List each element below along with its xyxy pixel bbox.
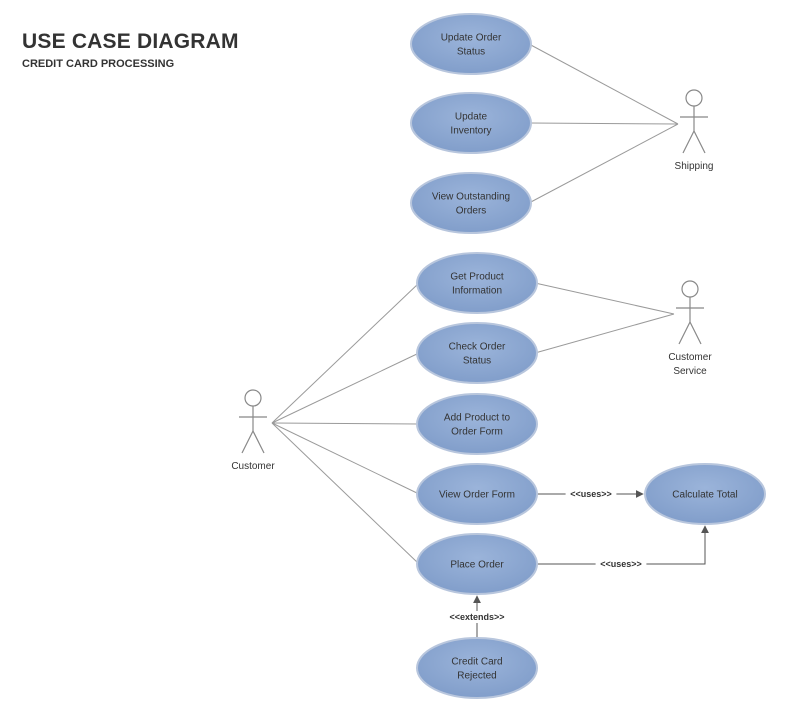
use-case-ellipse — [644, 463, 766, 525]
association-customer-get-product-information — [271, 282, 420, 424]
use-case-label: Place Order — [450, 560, 504, 571]
actor-figure-icon — [244, 389, 262, 407]
actor-right-leg — [693, 130, 706, 154]
page-subtitle: CREDIT CARD PROCESSING — [22, 58, 175, 70]
actor-left-leg — [682, 130, 695, 154]
association-customer-service-check-order-status — [534, 313, 675, 354]
relation-label: <<uses>> — [600, 559, 642, 569]
use-case-label: View Order Form — [439, 490, 515, 501]
association-customer-check-order-status — [271, 352, 420, 424]
actor-left-leg — [678, 321, 691, 345]
actor-customer[interactable]: Customer — [231, 389, 275, 472]
relation-label-background — [595, 558, 647, 570]
use-case-ellipse — [416, 533, 538, 595]
association-customer-service-get-product-information — [534, 282, 675, 315]
association-customer-view-order-form — [271, 422, 420, 495]
use-case-calculate-total[interactable]: Calculate Total — [644, 463, 766, 525]
use-case-view-order-form[interactable]: View Order Form — [416, 463, 538, 525]
actor-left-leg — [241, 430, 254, 454]
use-case-ellipse — [416, 463, 538, 525]
association-shipping-update-inventory — [528, 122, 679, 125]
relation-label: <<extends>> — [449, 612, 504, 622]
actor-right-leg — [252, 430, 265, 454]
association-shipping-update-order-status — [528, 43, 679, 125]
actor-shipping[interactable]: Shipping — [675, 89, 714, 172]
connector-layer: <<uses>> <<uses>> <<extends>> — [271, 43, 709, 638]
page-title: USE CASE DIAGRAM — [22, 30, 239, 53]
use-case-ellipse — [416, 252, 538, 314]
use-case-ellipse — [416, 322, 538, 384]
use-case-ellipse — [410, 172, 532, 234]
relation-label: <<uses>> — [570, 489, 612, 499]
association-shipping-view-outstanding-orders — [528, 123, 679, 204]
use-case-ellipse — [416, 393, 538, 455]
association-customer-place-order — [271, 422, 420, 565]
actor-right-leg — [689, 321, 702, 345]
association-customer-add-product-to-order-form — [271, 422, 420, 425]
use-case-ellipse — [410, 13, 532, 75]
relation-label-background — [443, 611, 511, 623]
use-case-ellipse — [410, 92, 532, 154]
actor-label: Customer — [231, 461, 275, 472]
actor-figure-icon — [685, 89, 703, 107]
relation-place-order-to-calculate-total — [537, 525, 709, 565]
use-case-place-order[interactable]: Place Order — [416, 533, 538, 595]
actor-label: Shipping — [675, 161, 714, 172]
use-case-label: Calculate Total — [672, 490, 737, 501]
use-case-ellipse — [416, 637, 538, 699]
relation-label-background — [565, 488, 617, 500]
actor-figure-icon — [681, 280, 699, 298]
